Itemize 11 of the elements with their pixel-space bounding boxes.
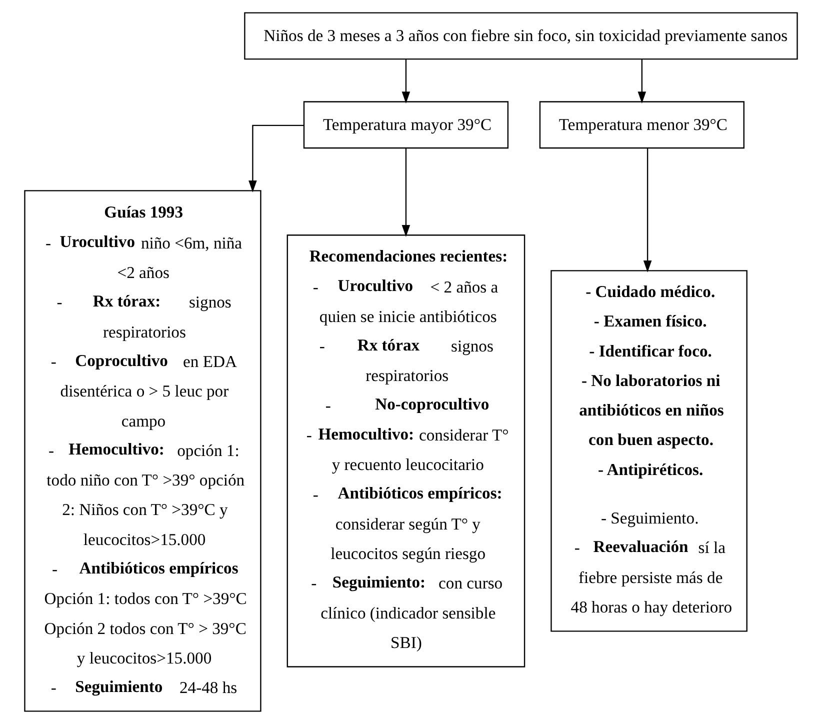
node-box: Temperatura mayor 39°C bbox=[302, 101, 508, 149]
node-box: Temperatura menor 39°C bbox=[538, 101, 744, 149]
arrow bbox=[637, 59, 646, 104]
node-box: Niños de 3 meses a 3 años con fiebre sin foco, sin toxicidad previamente sanos bbox=[244, 12, 798, 60]
node-box: Recomendaciones recientes: - Urocultivo < 2 años a quien se inicie antibióticos - Rx tórax signos respiratorios - No-coprocultivo - Hemocultivo: considerar T° y recuento leucocitario - Antibióticos empíricos: considerar según T° y leucocitos según riesgo - Seguimiento: con curso clínico (indicador sensible SBI) bbox=[286, 234, 525, 668]
arrow bbox=[642, 148, 652, 272]
arrow bbox=[248, 124, 304, 192]
arrow bbox=[401, 59, 410, 104]
node-box: - Cuidado médico. - Examen físico. - Identificar foco. - No laboratorios ni antibióticos en niños con buen aspecto. - Antipiréticos. - Seguimiento. - Reevaluación sí la fiebre persiste más de 48 horas o hay deterioro bbox=[550, 270, 747, 632]
node-box: Guías 1993 - Urocultivo niño <6m, niña <2 años - Rx tórax: signos respiratorios - Coprocultivo en EDA disentérica o > 5 leuc por campo - Hemocultivo: opción 1: todo niño con T° >39° opción 2: Niños con T° >39°C y leucocitos>15.000 - Antibióticos empíricos Opción 1: todos con T° >39°C Opción 2 todos con T° > 39°C y leucocitos>15.000 - Seguimiento 24-48 hs bbox=[24, 190, 261, 712]
arrow bbox=[401, 148, 410, 237]
